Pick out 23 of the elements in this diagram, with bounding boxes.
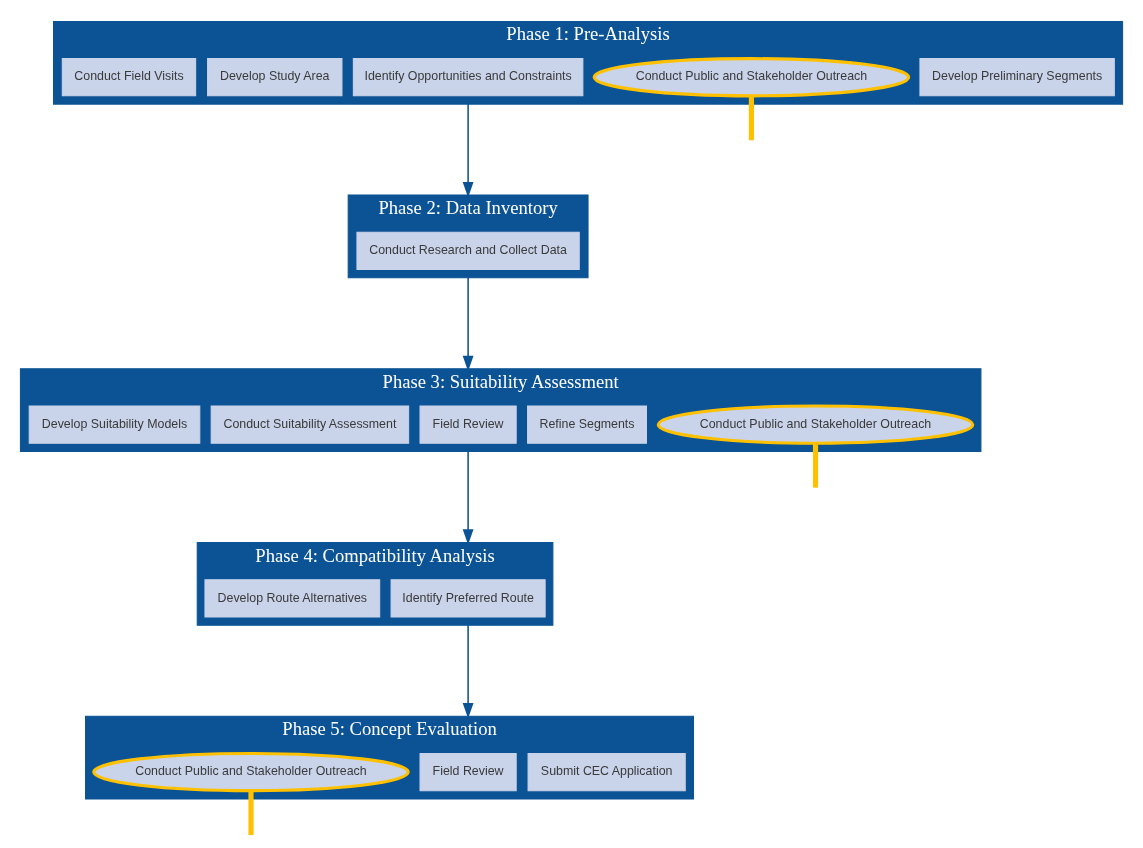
node-box: Conduct Field Visits — [61, 57, 197, 96]
node-box: Develop Suitability Models — [28, 405, 201, 444]
node-ellipse: Conduct Public and Stakeholder Outreach — [592, 56, 911, 97]
connector — [248, 790, 254, 835]
arrow — [462, 102, 474, 197]
connector — [812, 442, 819, 488]
node-ellipse: Conduct Public and Stakeholder Outreach — [92, 751, 410, 792]
node-box: Identify Opportunities and Constraints — [352, 57, 584, 96]
node-box: Submit CEC Application — [527, 752, 686, 791]
node-box: Identify Preferred Route — [390, 578, 546, 617]
node-ellipse: Conduct Public and Stakeholder Outreach — [656, 403, 975, 445]
node-box: Field Review — [419, 405, 517, 444]
node-box: Conduct Suitability Assessment — [210, 405, 410, 444]
connector — [748, 95, 754, 140]
arrow — [462, 450, 474, 545]
node-box: Develop Preliminary Segments — [919, 57, 1115, 96]
arrow — [462, 623, 474, 719]
arrow — [462, 276, 474, 371]
node-box: Develop Route Alternatives — [204, 578, 381, 617]
node-box: Develop Study Area — [207, 57, 343, 96]
node-box: Field Review — [419, 752, 517, 791]
node-box: Conduct Research and Collect Data — [356, 231, 580, 270]
node-box: Refine Segments — [527, 405, 647, 444]
